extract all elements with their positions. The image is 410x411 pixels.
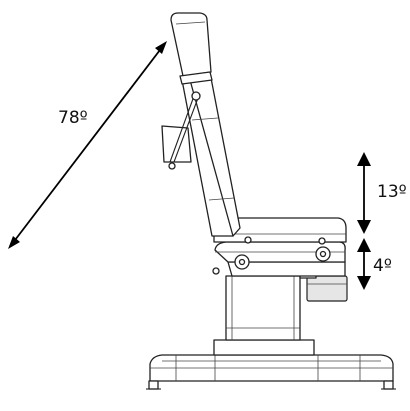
backrest-strut [161,91,201,170]
joint-bolts [212,236,331,275]
chair-column [213,275,315,356]
tilt-up-label: 13º [377,182,407,202]
tilt-down-label: 4º [373,256,392,276]
tilt-up-arrow [357,152,371,234]
tilt-down-arrow [357,238,371,290]
headrest [170,12,213,85]
chair-base [146,354,396,390]
backrest-angle-arrow [8,41,167,249]
backrest-angle-label: 78º [58,108,88,128]
